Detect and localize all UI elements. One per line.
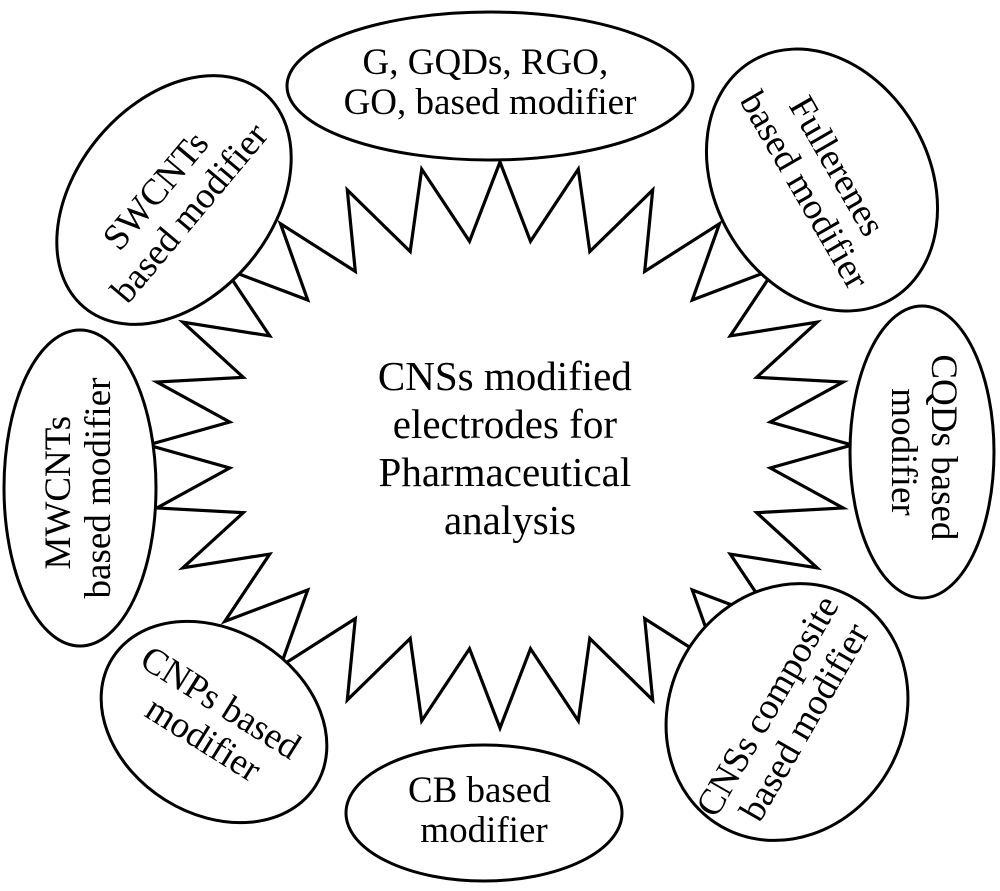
modifier-node-cnss-composite: CNSs composite based modifier xyxy=(664,582,910,842)
modifier-ellipse xyxy=(344,743,624,883)
modifier-ellipse xyxy=(285,10,695,162)
modifier-label: CB based modifier xyxy=(408,770,560,851)
center-label-line: Pharmaceutical xyxy=(379,449,632,495)
modifier-ellipse xyxy=(55,74,293,326)
center-label: CNSs modified electrodes for Pharmaceuti… xyxy=(378,353,642,543)
center-label-line: analysis xyxy=(444,497,576,543)
modifier-ellipse xyxy=(99,619,329,825)
modifier-node-fullerenes: Fullerenes based modifier xyxy=(704,47,940,313)
modifier-label-line: G, GQDs, RGO, xyxy=(363,42,609,83)
modifier-label-line: modifier xyxy=(420,810,547,851)
center-label-line: CNSs modified xyxy=(378,353,632,399)
modifier-label-line: based modifier xyxy=(78,378,119,599)
modifier-label: G, GQDs, RGO, GO, based modifier xyxy=(344,42,637,123)
modifier-label-line: MWCNTs xyxy=(38,416,79,570)
modifier-node-cnps: CNPs based modifier xyxy=(99,619,329,825)
modifier-ellipse xyxy=(704,47,940,313)
modifier-label: MWCNTs based modifier xyxy=(38,378,119,599)
center-label-line: electrodes for xyxy=(393,401,618,447)
center-star-burst xyxy=(142,157,858,733)
modifier-label-line: CB based xyxy=(408,770,551,811)
modifier-node-g-gqds-rgo-go: G, GQDs, RGO, GO, based modifier xyxy=(285,10,695,162)
modifier-label-line: modifier xyxy=(883,388,924,515)
modifier-label: CQDs based modifier xyxy=(883,354,964,549)
modifier-ellipse xyxy=(2,328,158,648)
modifier-node-swcnts: SWCNTs based modifier xyxy=(55,74,293,326)
modifier-node-cb: CB based modifier xyxy=(344,743,624,883)
modifier-node-mwcnts: MWCNTs based modifier xyxy=(2,328,158,648)
modifier-label-line: GO, based modifier xyxy=(344,82,637,123)
modifier-ellipse xyxy=(848,304,996,600)
modifier-ellipse xyxy=(664,582,910,842)
modifier-node-cqds: CQDs based modifier xyxy=(848,304,996,600)
modifier-label-line: CQDs based xyxy=(923,354,964,541)
